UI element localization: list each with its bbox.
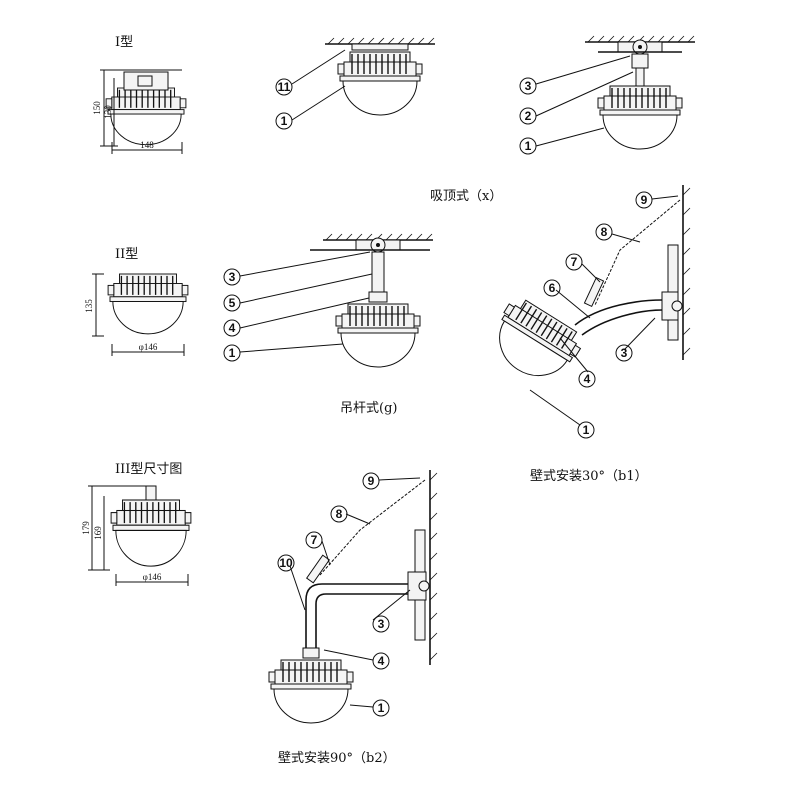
type2-height: 135 <box>84 299 94 313</box>
callout-7-b: 7 <box>311 533 318 547</box>
callout-8-b: 8 <box>336 507 343 521</box>
type3-dimension-drawing: III型尺寸图 179 169 φ146 <box>81 462 192 586</box>
callout-4-a: 4 <box>229 321 236 335</box>
callout-3-c: 3 <box>621 346 628 360</box>
callout-5: 5 <box>229 296 236 310</box>
callout-4-c: 4 <box>378 654 385 668</box>
caption-ceiling: 吸顶式（x） <box>430 189 502 204</box>
type1-label: I型 <box>115 35 133 50</box>
type1-dimension-drawing: I型 150 130 148 <box>92 35 187 154</box>
type2-width: φ146 <box>139 342 158 352</box>
callout-1-b: 1 <box>525 139 532 153</box>
callout-10: 10 <box>279 556 293 570</box>
callout-11-a: 11 <box>278 80 291 94</box>
caption-wall30: 壁式安装30°（b1） <box>530 469 648 484</box>
type2-label: II型 <box>115 247 138 262</box>
callout-6: 6 <box>549 281 556 295</box>
callout-1-a: 1 <box>281 114 288 128</box>
pendant-mount: 3 5 4 1 吊杆式(g) <box>223 233 434 416</box>
callout-1-c: 1 <box>229 346 236 360</box>
caption-pendant: 吊杆式(g) <box>340 401 397 416</box>
type3-width: φ146 <box>143 572 162 582</box>
callout-4-b: 4 <box>584 372 591 386</box>
type1-width: 148 <box>140 140 154 150</box>
callout-8-a: 8 <box>601 225 608 239</box>
caption-wall90: 壁式安装90°（b2） <box>278 751 396 766</box>
wall-mount-90: 9 8 7 10 3 4 1 壁式安装90°（b2） <box>268 470 438 766</box>
callout-3-a: 3 <box>525 79 532 93</box>
type3-height-inner: 169 <box>93 526 103 540</box>
ceiling-mount-junction: 3 2 1 吸顶式（x） <box>430 35 696 204</box>
callout-7-a: 7 <box>571 255 578 269</box>
type1-height-outer: 150 <box>92 101 102 115</box>
wall-mount-30: 9 8 7 6 4 3 1 壁式安装30°（b1） <box>481 185 691 484</box>
type1-height-inner: 130 <box>103 105 113 119</box>
callout-1-e: 1 <box>378 701 385 715</box>
callout-9-a: 9 <box>641 193 648 207</box>
callout-2-a: 2 <box>525 109 532 123</box>
callout-3-b: 3 <box>229 270 236 284</box>
type2-dimension-drawing: II型 135 φ146 <box>84 247 189 356</box>
callout-9-b: 9 <box>368 474 375 488</box>
type3-height-outer: 179 <box>81 521 91 535</box>
type3-label: III型尺寸图 <box>115 462 182 477</box>
callout-1-d: 1 <box>583 423 590 437</box>
callout-3-d: 3 <box>378 617 385 631</box>
ceiling-mount-simple: 11 1 <box>275 37 436 130</box>
